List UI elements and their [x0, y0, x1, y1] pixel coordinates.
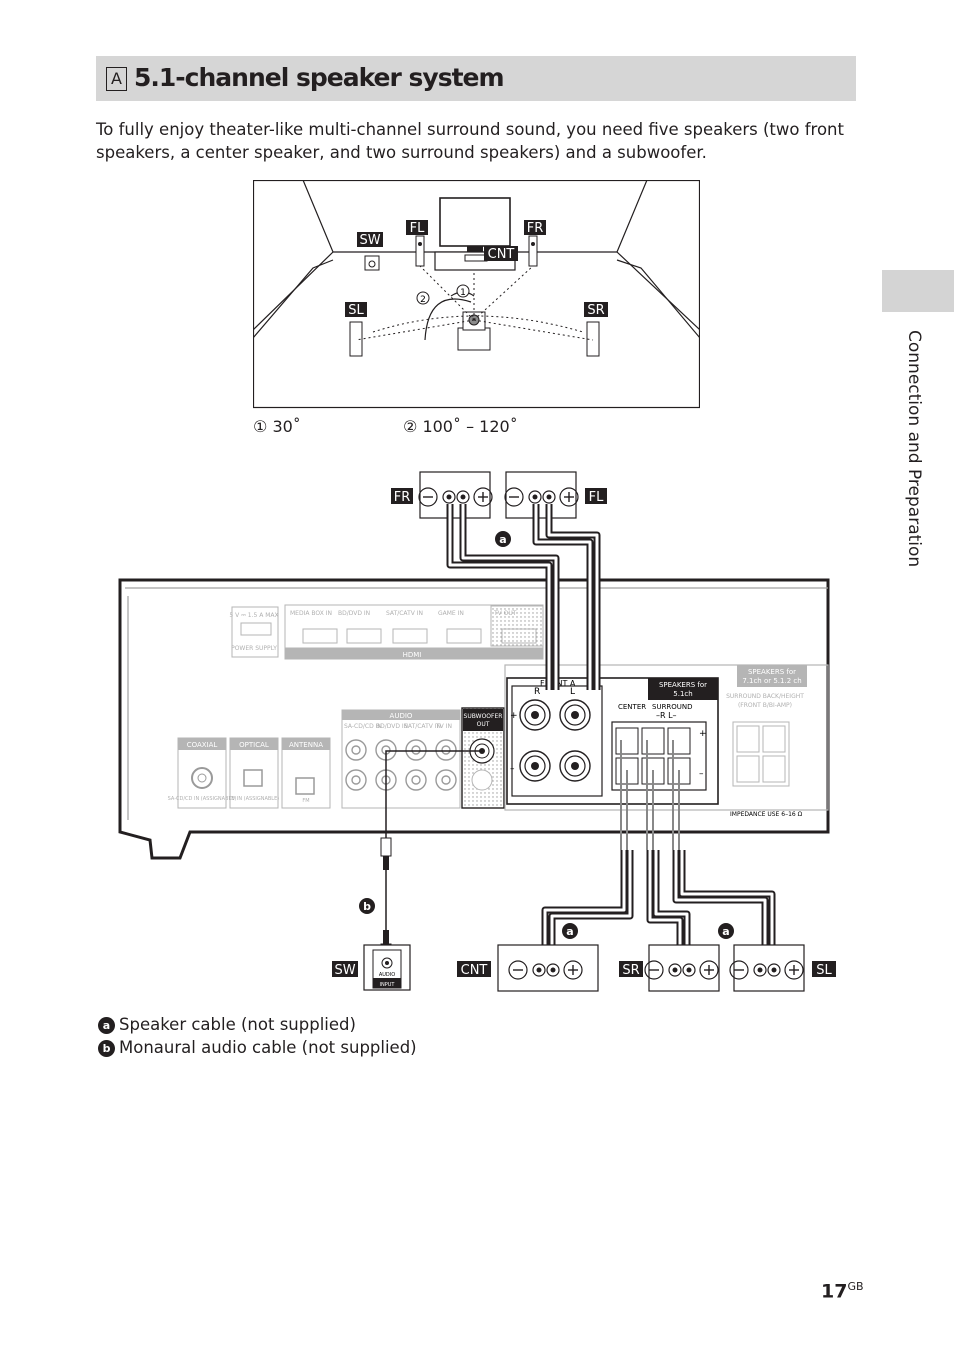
page-title: 5.1-channel speaker system — [134, 63, 505, 92]
audio-input-1-label: SA-CD/CD IN — [344, 723, 382, 730]
svg-text:+: + — [699, 729, 707, 739]
angle-note-2: ② 100˚ – 120˚ — [403, 417, 518, 436]
surround-left-speaker — [349, 321, 363, 357]
chapter-label: Connection and Preparation — [904, 330, 924, 568]
audio-label: AUDIO — [390, 712, 413, 720]
legend-marker-a: a — [98, 1017, 115, 1034]
coaxial-label: COAXIAL — [187, 741, 218, 749]
front-left-speaker-box — [505, 471, 578, 519]
room-layout-diagram: 1 2 FL FR SW CNT SL SR — [253, 180, 700, 409]
angle-marker-1: 1 — [456, 284, 470, 298]
front-l-label: L — [570, 687, 575, 697]
cable-marker-b: b — [363, 900, 371, 913]
speakers-71-label-2: 7.1ch or 5.1.2 ch — [742, 677, 801, 685]
room-label-sw: SW — [359, 233, 380, 248]
subwoofer-out-label-1: SUBWOOFER — [464, 713, 503, 720]
subwoofer-speaker-box: AUDIO INPUT — [363, 944, 411, 991]
speakers-51-label-1: SPEAKERS for — [659, 681, 707, 689]
cable-marker-a-front: a — [499, 533, 506, 546]
speakers-51-label-2: 5.1ch — [673, 690, 692, 698]
subwoofer-out-jack: SUBWOOFER OUT — [461, 707, 505, 809]
sw-input-line-1: AUDIO — [379, 972, 395, 978]
wiring-label-fr: FR — [394, 490, 411, 505]
hdmi-input-1-label: MEDIA BOX IN — [290, 610, 332, 617]
section-letter-box: A — [106, 67, 127, 91]
cable-marker-a-center: a — [566, 925, 573, 938]
hdmi-label: HDMI — [403, 651, 422, 659]
cable-marker-a-surround: a — [722, 925, 729, 938]
sw-input-line-2: INPUT — [380, 982, 396, 988]
svg-text:2: 2 — [420, 295, 426, 305]
surround-back-label-2: (FRONT B/BI-AMP) — [738, 702, 792, 709]
listener-seat — [457, 311, 491, 351]
audio-input-4-label: TV IN — [435, 723, 452, 730]
surround-rl-label: –R L– — [656, 711, 677, 720]
power-supply-label: POWER SUPPLY — [231, 645, 277, 652]
page-number: 17GB — [821, 1280, 864, 1303]
audio-input-2-label: BD/DVD IN — [376, 723, 408, 730]
center-label: CENTER — [618, 703, 646, 711]
room-label-fr: FR — [527, 221, 544, 236]
power-rating-label: 5 V ⎓ 1.5 A MAX — [229, 612, 278, 619]
angle-note-1: ① 30˚ — [253, 417, 301, 436]
wiring-label-sr: SR — [622, 963, 639, 978]
svg-text:+: + — [510, 711, 518, 721]
optical-label: OPTICAL — [239, 741, 269, 749]
wiring-label-sl: SL — [816, 963, 832, 978]
wiring-label-fl: FL — [589, 490, 604, 505]
antenna-sub-label: FM — [302, 798, 309, 804]
wiring-diagram: 5 V ⎓ 1.5 A MAX POWER SUPPLY HDMI MEDIA … — [118, 471, 836, 992]
front-r-label: R — [534, 687, 540, 697]
audio-input-3-label: SAT/CATV IN — [404, 723, 441, 730]
surround-right-speaker — [586, 321, 600, 357]
svg-text:–: – — [699, 769, 704, 779]
impedance-label: IMPEDANCE USE 6–16 Ω — [730, 811, 803, 818]
coaxial-sub-label: SA-CD/CD IN (ASSIGNABLE) — [168, 796, 237, 802]
wiring-label-cnt: CNT — [461, 963, 488, 978]
surround-right-speaker-box — [645, 944, 720, 992]
angle-marker-2: 2 — [416, 291, 430, 305]
tv-out-label: TV OUT — [493, 610, 517, 617]
legend-text-a: Speaker cable (not supplied) — [119, 1015, 356, 1034]
hdmi-input-4-label: GAME IN — [438, 610, 464, 617]
center-speaker-box — [497, 944, 599, 992]
room-label-sr: SR — [587, 303, 604, 318]
chapter-tab — [882, 270, 954, 312]
legend-marker-b: b — [98, 1040, 115, 1057]
legend-text-b: Monaural audio cable (not supplied) — [119, 1038, 417, 1057]
front-right-speaker — [528, 235, 538, 267]
front-right-speaker-box — [419, 471, 492, 519]
hdmi-input-3-label: SAT/CATV IN — [386, 610, 423, 617]
surround-left-speaker-box — [730, 944, 805, 992]
svg-text:–: – — [510, 764, 515, 774]
subwoofer-out-label-2: OUT — [477, 721, 490, 728]
room-label-cnt: CNT — [488, 247, 515, 262]
svg-text:1: 1 — [460, 288, 466, 298]
room-label-sl: SL — [348, 303, 364, 318]
surround-label: SURROUND — [652, 703, 693, 711]
hdmi-input-2-label: BD/DVD IN — [338, 610, 370, 617]
surround-back-label-1: SURROUND BACK/HEIGHT — [726, 693, 804, 700]
section-heading: A 5.1-channel speaker system — [96, 56, 856, 101]
front-left-speaker — [415, 235, 425, 267]
optical-sub-label: TV IN (ASSIGNABLE) — [228, 796, 279, 802]
room-label-fl: FL — [410, 221, 425, 236]
antenna-label: ANTENNA — [289, 741, 323, 749]
intro-paragraph: To fully enjoy theater-like multi-channe… — [96, 120, 844, 162]
subwoofer-speaker — [364, 255, 380, 271]
wiring-label-sw: SW — [334, 963, 355, 978]
speakers-71-label-1: SPEAKERS for — [748, 668, 796, 676]
